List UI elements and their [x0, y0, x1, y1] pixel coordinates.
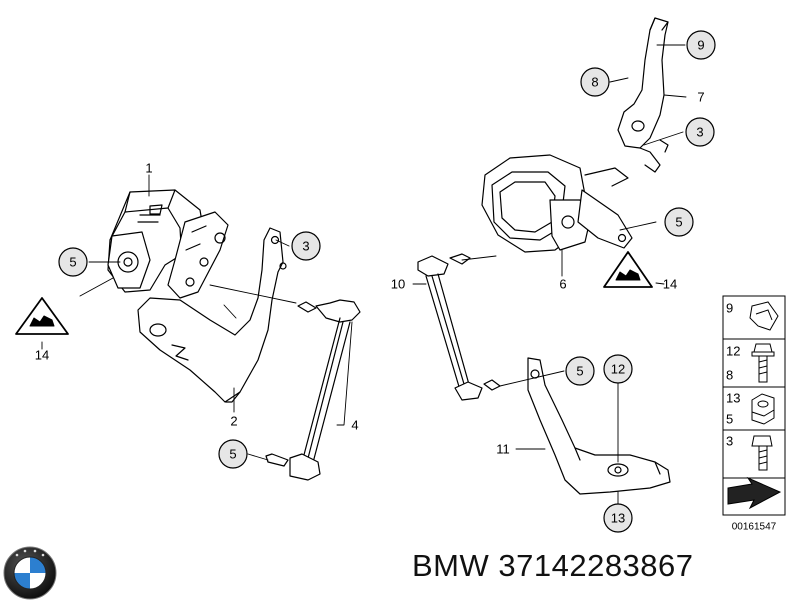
callout-label: 9	[697, 38, 704, 53]
legend-row-5: 5	[726, 412, 733, 427]
callout-label: 3	[302, 239, 309, 254]
callout-5-left	[58, 247, 88, 277]
legend-row-13: 13	[726, 391, 740, 406]
legend-panel: 9 12 8 13 5 3 00161547	[722, 295, 786, 533]
callout-3-left	[291, 231, 321, 261]
callout-label: 5	[69, 255, 76, 270]
legend-row-3: 3	[726, 434, 733, 449]
callout-5-right-lower	[565, 356, 595, 386]
leader-lines	[41, 44, 687, 509]
callout-label: 13	[611, 511, 625, 526]
label-7: 7	[697, 90, 704, 105]
callout-label: 5	[576, 364, 583, 379]
warning-triangle-icon	[603, 251, 653, 288]
legend-row-9: 9	[726, 301, 733, 316]
part-number-title: BMW 37142283867	[412, 548, 694, 583]
left-height-sensor	[107, 189, 229, 299]
right-lower-bracket	[527, 357, 671, 495]
label-11: 11	[496, 442, 510, 457]
label-2: 2	[230, 414, 237, 429]
left-link-rod	[265, 299, 361, 481]
callout-3-right	[685, 117, 715, 147]
callout-13	[603, 503, 633, 533]
callout-label: 5	[675, 215, 682, 230]
bmw-roundel-icon	[3, 546, 57, 600]
callout-12	[603, 354, 633, 384]
callout-label: 5	[229, 447, 236, 462]
label-14-right: 14	[663, 277, 677, 292]
label-14-left: 14	[35, 348, 49, 363]
callout-label: 12	[611, 362, 625, 377]
label-10: 10	[391, 277, 405, 292]
catalog-code: 00161547	[732, 522, 777, 533]
callout-5-right	[664, 207, 694, 237]
callout-9	[686, 30, 716, 60]
left-bracket	[137, 227, 287, 403]
warning-triangle-icon	[15, 297, 69, 335]
label-6: 6	[559, 277, 566, 292]
right-link-rod	[417, 253, 501, 401]
callout-8	[580, 67, 610, 97]
right-height-sensor	[481, 154, 633, 253]
right-upper-bracket	[617, 17, 669, 173]
label-1: 1	[145, 161, 152, 176]
callout-label: 3	[696, 125, 703, 140]
arrow-icon	[727, 476, 782, 510]
legend-row-12: 12	[726, 344, 740, 359]
callout-label: 8	[591, 75, 598, 90]
legend-row-8: 8	[726, 368, 733, 383]
label-4: 4	[351, 418, 358, 433]
callout-5-left-lower	[218, 439, 248, 469]
